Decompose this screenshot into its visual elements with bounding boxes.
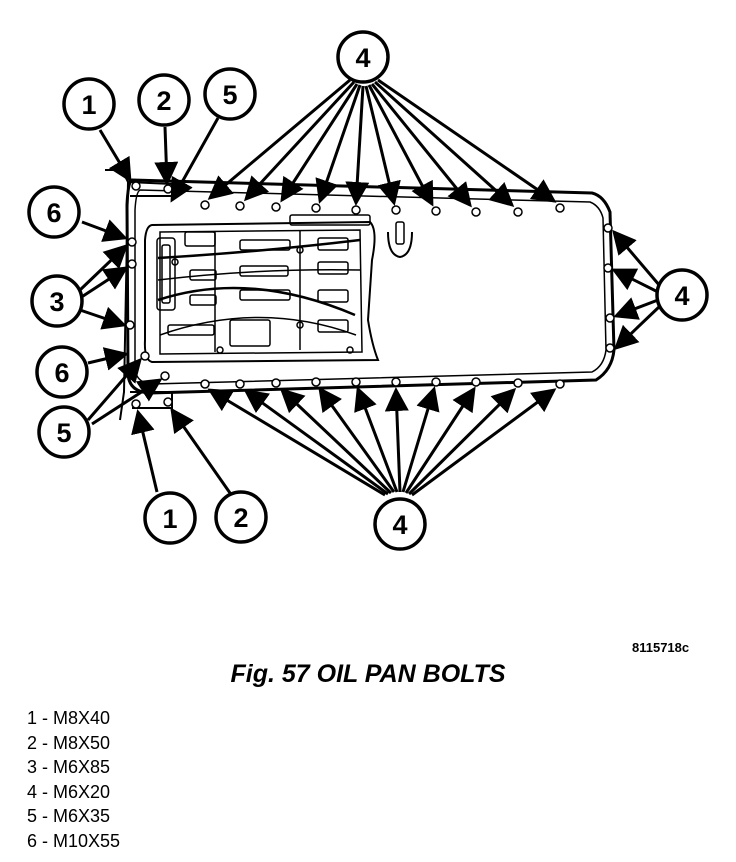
svg-text:5: 5 xyxy=(222,80,237,110)
figure-code: 8115718c xyxy=(632,640,690,655)
svg-text:1: 1 xyxy=(81,90,96,120)
callout-6-upper: 6 xyxy=(27,185,81,239)
callout-1-top: 1 xyxy=(62,77,116,131)
svg-text:5: 5 xyxy=(56,418,71,448)
legend-item: 4 - M6X20 xyxy=(27,781,111,802)
callout-2-top: 2 xyxy=(137,73,191,127)
callout-5-top: 5 xyxy=(203,67,257,121)
bolt-legend: 1 - M8X40 2 - M8X50 3 - M6X85 4 - M6X20 … xyxy=(27,706,120,854)
svg-text:2: 2 xyxy=(156,86,171,116)
svg-text:6: 6 xyxy=(46,198,61,228)
callout-2-bottom: 2 xyxy=(214,490,268,544)
callouts: 1 2 5 4 6 3 4 6 xyxy=(27,30,709,551)
oil-pan-bolt-diagram: 1 2 5 4 6 3 4 6 xyxy=(27,30,709,551)
legend-item: 3 - M6X85 xyxy=(27,757,111,778)
callout-4-bottom: 4 xyxy=(373,497,427,551)
pan-interior xyxy=(143,214,413,364)
svg-text:1: 1 xyxy=(162,504,177,534)
leader-arrows xyxy=(78,78,662,497)
svg-text:4: 4 xyxy=(355,43,370,73)
svg-text:4: 4 xyxy=(674,281,689,311)
svg-text:6: 6 xyxy=(54,358,69,388)
legend-item: 1 - M8X40 xyxy=(27,708,111,728)
legend-item: 5 - M6X35 xyxy=(27,806,111,827)
callout-4-right: 4 xyxy=(655,268,709,322)
callout-5-lower: 5 xyxy=(37,405,91,459)
figure-title: Fig. 57 OIL PAN BOLTS xyxy=(230,660,506,688)
legend-item: 2 - M8X50 xyxy=(27,732,111,753)
legend-item: 6 - M10X55 xyxy=(27,830,121,851)
svg-text:4: 4 xyxy=(392,510,407,540)
callout-3-left: 3 xyxy=(30,274,84,328)
callout-6-lower: 6 xyxy=(35,345,89,399)
svg-text:3: 3 xyxy=(49,287,64,317)
callout-1-bottom: 1 xyxy=(143,491,197,545)
bolt-holes xyxy=(125,181,615,409)
svg-text:2: 2 xyxy=(233,503,248,533)
callout-4-top: 4 xyxy=(336,30,390,84)
